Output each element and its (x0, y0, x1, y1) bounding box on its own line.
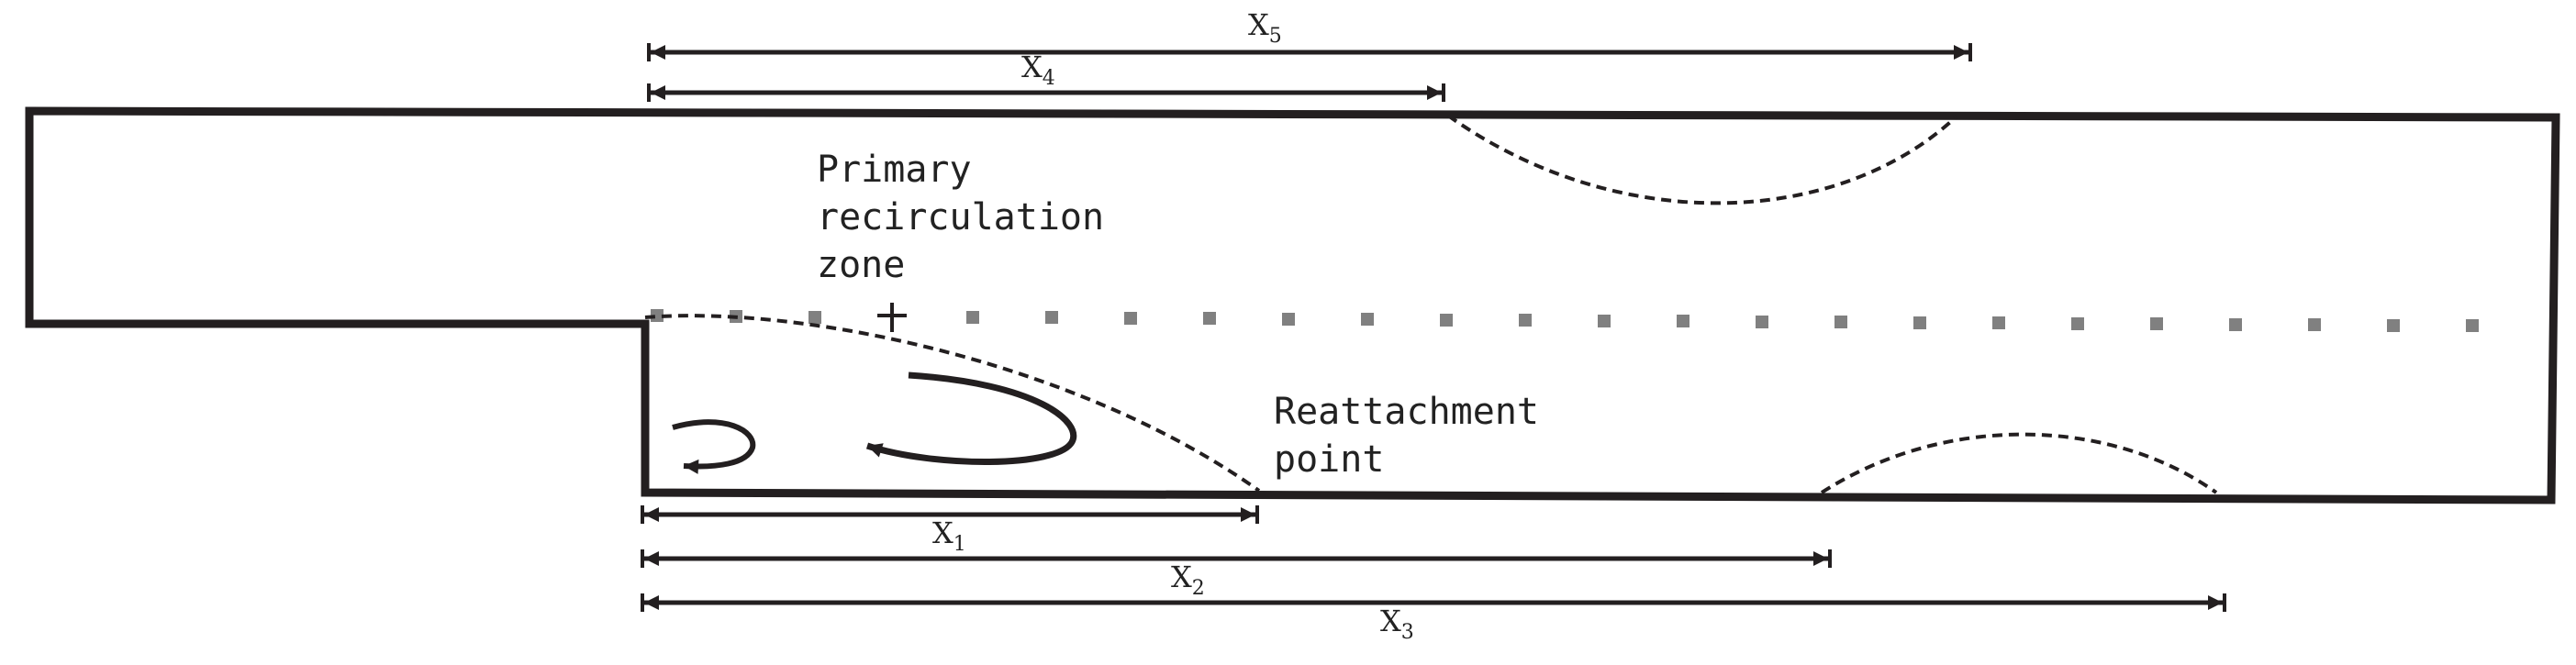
reattachment-point-label: Reattachment point (1274, 391, 1561, 481)
dim-label-x4: X4 (1021, 50, 1055, 90)
dim-label-x3: X3 (1380, 604, 1414, 644)
centerline-dots (651, 309, 2479, 332)
corner-vortex-arrow (672, 419, 756, 474)
top-wall-separation-bubble (1446, 114, 1958, 205)
dim-label-x1: X1 (932, 515, 966, 556)
dimension-ticks (641, 43, 2226, 612)
bottom-wall-separation-bubble (1820, 432, 2218, 494)
channel-wall (25, 106, 2560, 504)
dim-label-x5: X5 (1248, 7, 1282, 48)
dashed-boundaries (644, 114, 2218, 494)
plus-marker (877, 303, 907, 332)
dimension-lines (644, 45, 2223, 610)
primary-recirculation-boundary (644, 314, 1261, 493)
primary-recirculation-zone-label: Primary recirculation zone (817, 149, 1126, 286)
dim-label-x2: X2 (1171, 560, 1205, 600)
primary-recirculation-arrow (865, 371, 1077, 465)
